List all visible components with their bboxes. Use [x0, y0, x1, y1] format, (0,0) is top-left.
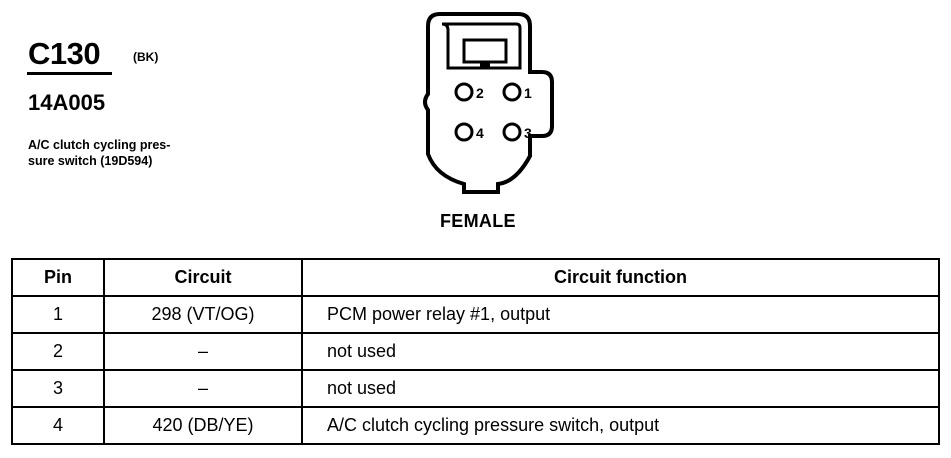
cell-circuit: –: [103, 369, 303, 408]
cell-circuit: –: [103, 332, 303, 371]
table-row: 1 298 (VT/OG) PCM power relay #1, output: [11, 295, 940, 334]
pinout-table: Pin Circuit Circuit function 1 298 (VT/O…: [11, 258, 940, 445]
cell-function: A/C clutch cycling pressure switch, outp…: [301, 406, 940, 445]
header-circuit-function: Circuit function: [301, 258, 940, 297]
latch-shroud: [441, 22, 522, 70]
cell-circuit: 420 (DB/YE): [103, 406, 303, 445]
cell-function: not used: [301, 332, 940, 371]
description-line-2: sure switch (19D594): [28, 154, 153, 168]
header-circuit: Circuit: [103, 258, 303, 297]
pin-2-label: 2: [476, 85, 484, 101]
pin-4-socket: [454, 122, 474, 142]
pin-2-socket: [454, 82, 474, 102]
pin-4-label: 4: [476, 125, 484, 141]
connector-id-underline: [27, 72, 112, 75]
description-line-1: A/C clutch cycling pres-: [28, 138, 171, 152]
pin-3-socket: [502, 122, 522, 142]
cell-function: not used: [301, 369, 940, 408]
latch-tab: [480, 62, 490, 68]
cell-pin: 2: [11, 332, 105, 371]
connector-view-label: FEMALE: [440, 211, 516, 231]
connector-color-code: (BK): [133, 50, 159, 64]
part-number: 14A005: [28, 90, 106, 115]
pin-1-socket: [502, 82, 522, 102]
pin-1-label: 1: [524, 85, 532, 101]
latch-bar: [462, 38, 508, 64]
connector-description: A/C clutch cycling pres- sure switch (19…: [28, 137, 228, 169]
table-header-row: Pin Circuit Circuit function: [11, 258, 940, 297]
table-row: 4 420 (DB/YE) A/C clutch cycling pressur…: [11, 406, 940, 445]
table-row: 3 – not used: [11, 369, 940, 408]
cell-function: PCM power relay #1, output: [301, 295, 940, 334]
cell-pin: 1: [11, 295, 105, 334]
connector-housing-outline: [423, 12, 554, 194]
pin-3-label: 3: [524, 125, 532, 141]
table-row: 2 – not used: [11, 332, 940, 371]
connector-id: C130: [28, 36, 101, 71]
cell-circuit: 298 (VT/OG): [103, 295, 303, 334]
header-pin: Pin: [11, 258, 105, 297]
cell-pin: 4: [11, 406, 105, 445]
connector-face-diagram: 2 1 4 3: [423, 12, 554, 194]
cell-pin: 3: [11, 369, 105, 408]
